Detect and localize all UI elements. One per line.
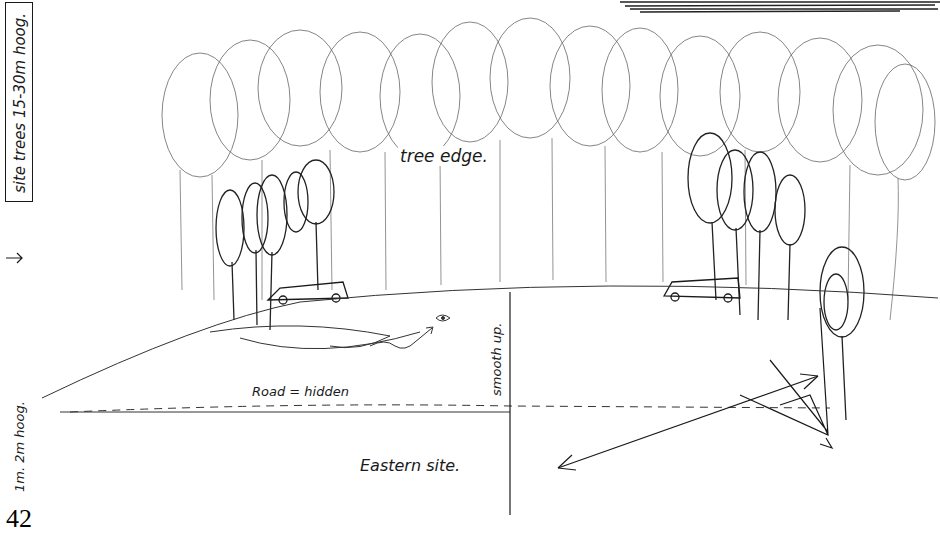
slope-note: smooth up. xyxy=(489,321,505,398)
region-note: tree edge. xyxy=(398,146,490,166)
site-name: Eastern site. xyxy=(358,456,462,475)
corner-hatch xyxy=(620,2,940,12)
height-note: 1m. 2m hoog. xyxy=(12,399,28,494)
ground-lines xyxy=(42,286,938,412)
note-box: site trees 15-30m hoog. xyxy=(5,2,33,202)
cars xyxy=(268,278,740,304)
near-trees xyxy=(216,133,864,420)
road-note: Road = hidden xyxy=(250,384,351,400)
box-text: site trees 15-30m hoog. xyxy=(11,13,29,193)
page-number: 42 xyxy=(4,506,34,532)
tree-trunks xyxy=(180,138,898,320)
tree-canopies xyxy=(162,18,935,180)
measure-lines xyxy=(6,253,832,515)
